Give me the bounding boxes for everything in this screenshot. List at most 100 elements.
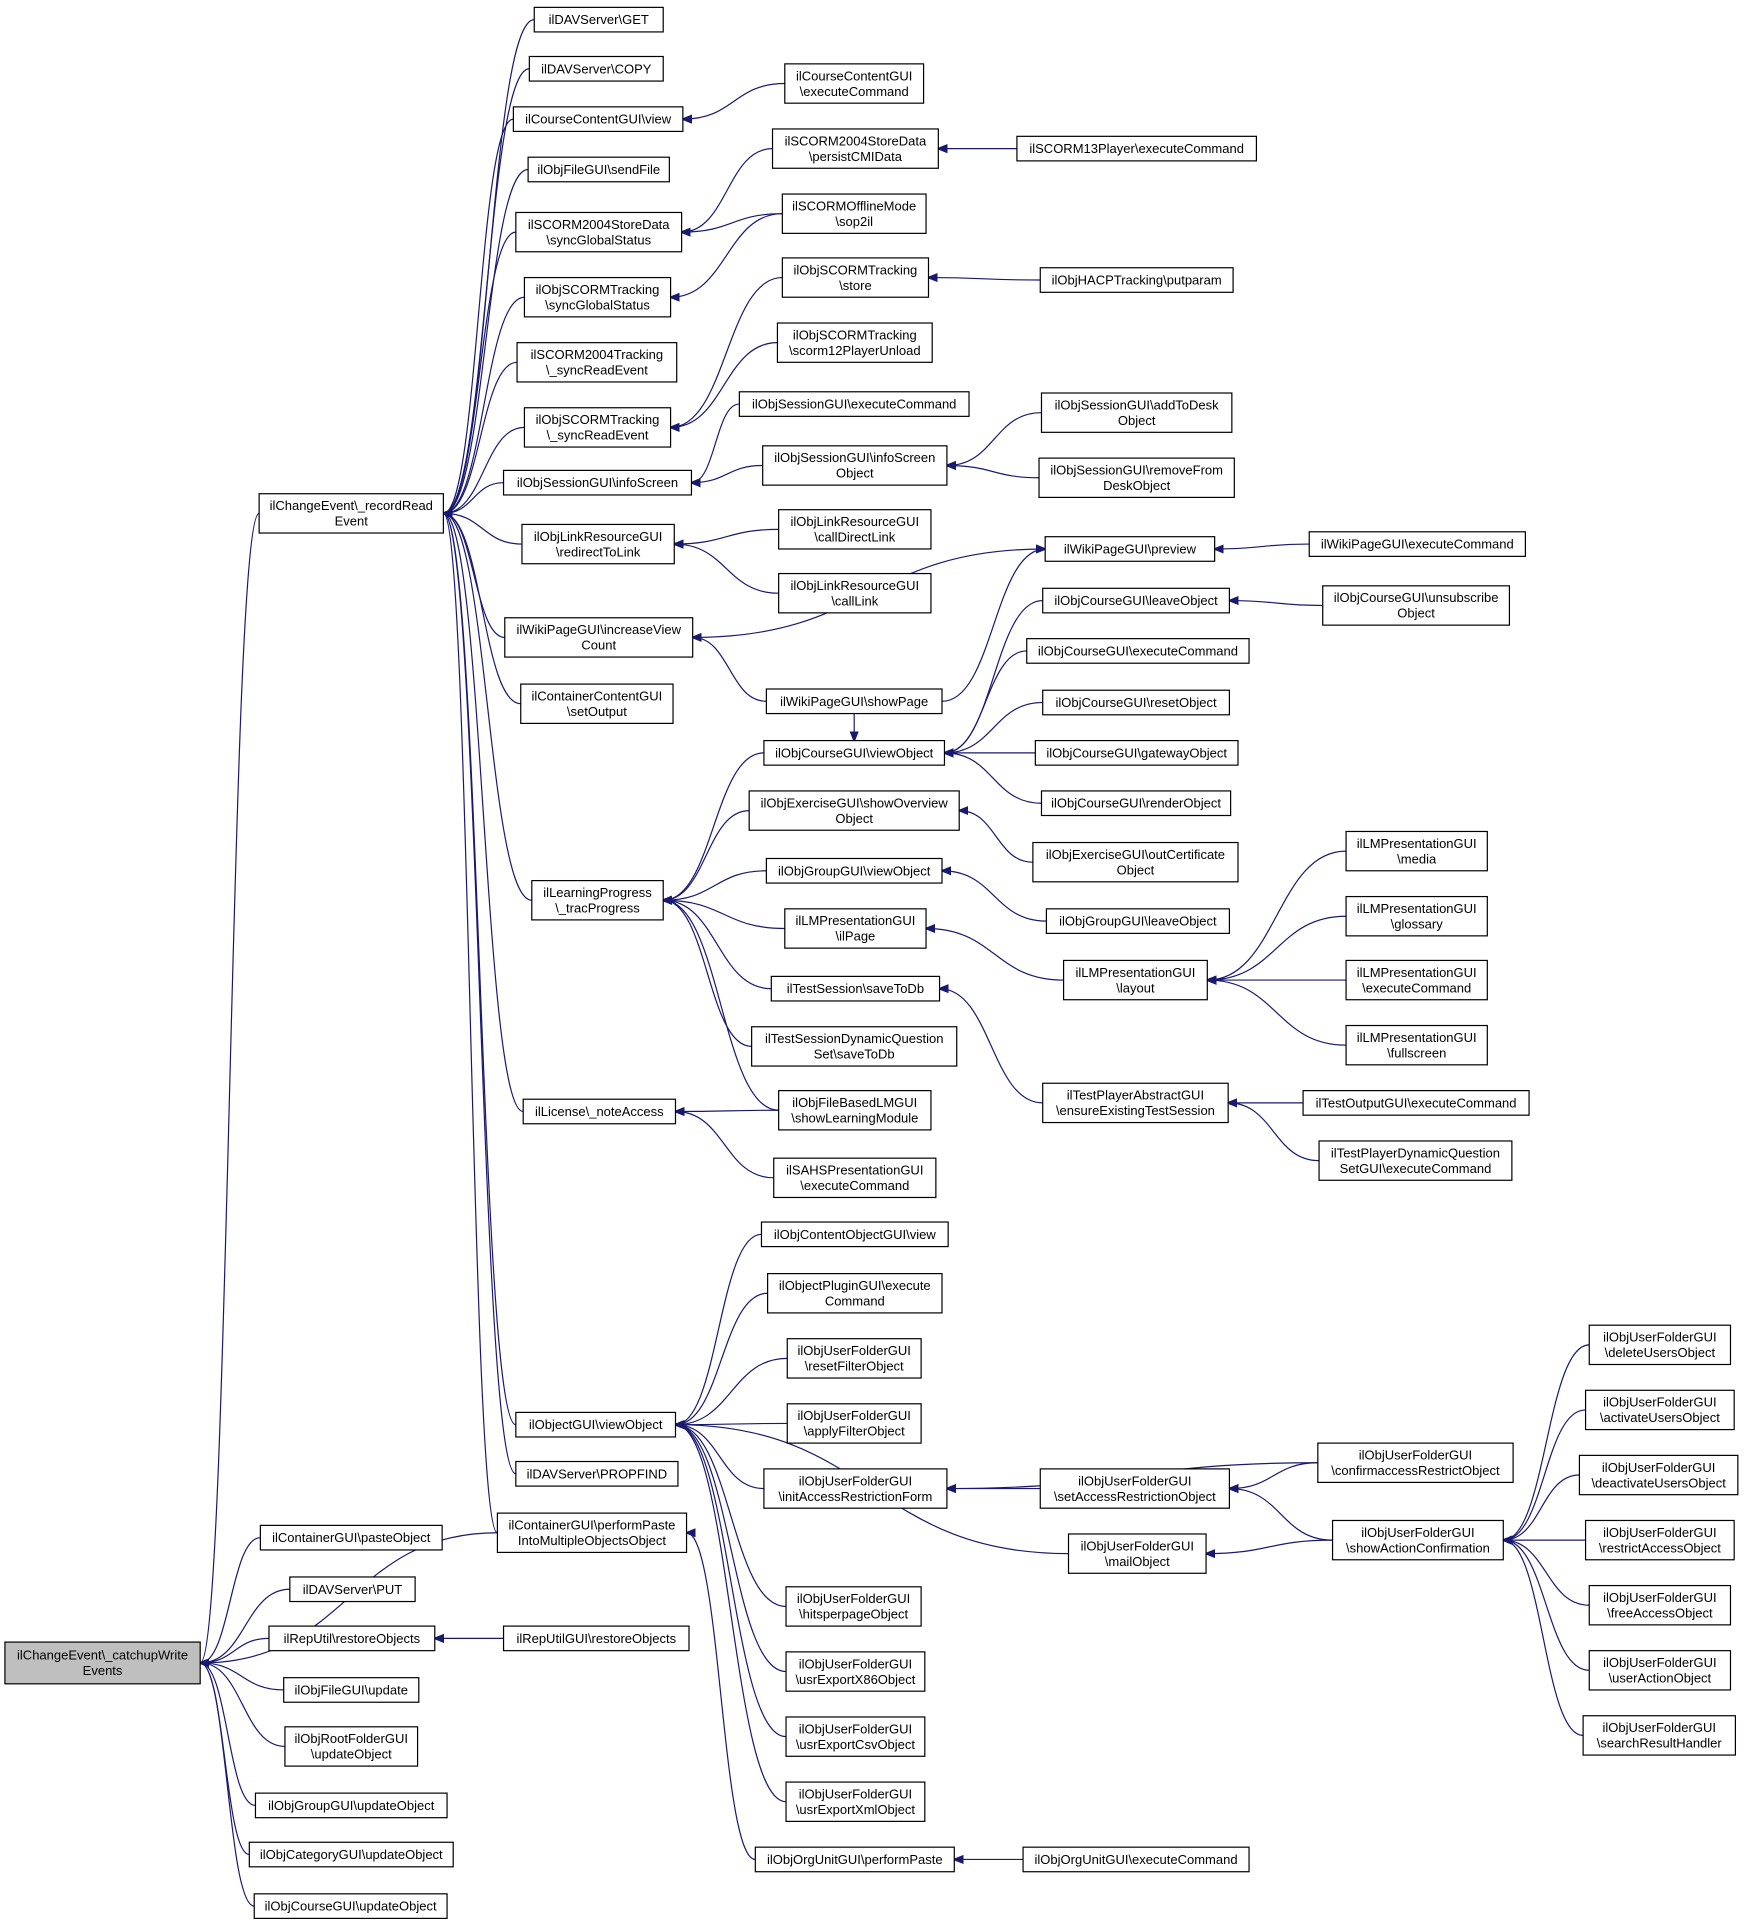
node-label: ilObjUserFolderGUI [1603, 1395, 1716, 1410]
node-box [496, 1512, 688, 1554]
node-label: ilObjLinkResourceGUI [791, 578, 920, 593]
call-edge [443, 513, 498, 1534]
node-label: ilLMPresentationGUI [1357, 965, 1477, 980]
node-oufg-free: ilObjUserFolderGUI\freeAccessObject [1588, 1584, 1732, 1626]
node-label: \ilPage [836, 929, 876, 944]
node-box [762, 445, 948, 486]
call-edge [944, 701, 1043, 753]
node-label: Events [83, 1663, 123, 1678]
node-label: Object [835, 811, 873, 826]
node-label: ilObjSCORMTracking [536, 412, 660, 427]
node-box [770, 975, 941, 1002]
node-label: \usrExportX86Object [795, 1672, 915, 1687]
node-label: ilSCORM2004Tracking [531, 347, 663, 362]
node-ocg-update: ilObjCourseGUI\updateObject [253, 1893, 448, 1920]
node-label: \media [1397, 851, 1437, 866]
call-edge [663, 870, 767, 900]
node-ocat-update: ilObjCategoryGUI\updateObject [248, 1841, 454, 1868]
node-ocg-exec: ilObjCourseGUI\executeCommand [1026, 638, 1250, 664]
node-ogg-view: ilObjGroupGUI\viewObject [765, 857, 943, 884]
node-label: \hitsperpageObject [799, 1607, 909, 1622]
node-oufg-apply: ilObjUserFolderGUI\applyFilterObject [786, 1403, 922, 1444]
node-box [1318, 1140, 1513, 1181]
call-edge [675, 1425, 787, 1673]
node-label: ilObjUserFolderGUI [1603, 1330, 1716, 1345]
call-edge [663, 900, 785, 930]
node-label: ilSCORM2004StoreData [528, 217, 670, 232]
call-edge [1206, 1539, 1333, 1554]
call-edge [1503, 1409, 1586, 1540]
node-label: ilObjSessionGUI\infoScreen [774, 450, 935, 465]
node-label: ilSCORM13Player\executeCommand [1029, 141, 1244, 156]
node-box [1308, 531, 1526, 557]
node-label: \resetFilterObject [805, 1359, 904, 1374]
call-edge [1503, 1540, 1590, 1606]
call-edge [1228, 1103, 1320, 1162]
node-olr-call: ilObjLinkResourceGUI\callLink [778, 572, 932, 614]
node-label: ilObjSessionGUI\addToDesk [1055, 397, 1220, 412]
node-label: ilObjUserFolderGUI [1603, 1590, 1716, 1605]
node-box [785, 1781, 926, 1822]
node-label: ilLMPresentationGUI [1075, 965, 1195, 980]
node-box [253, 1893, 448, 1920]
call-edge [200, 1663, 284, 1691]
node-ogg-leave: ilObjGroupGUI\leaveObject [1045, 908, 1230, 935]
call-edge [663, 900, 779, 1111]
node-label: ilObjExerciseGUI\outCertificate [1046, 847, 1225, 862]
node-lmp-layout: ilLMPresentationGUI\layout [1062, 959, 1208, 1001]
node-oufg-setacc: ilObjUserFolderGUI\setAccessRestrictionO… [1039, 1468, 1230, 1509]
node-s04-sync: ilSCORM2004StoreData\syncGlobalStatus [515, 211, 683, 253]
node-label: ilDAVServer\PUT [303, 1582, 403, 1597]
node-box [268, 1625, 436, 1652]
node-box [784, 63, 925, 104]
call-edge [675, 1110, 779, 1111]
node-label: ilLMPresentationGUI [1357, 1030, 1477, 1045]
node-label: \callDirectLink [814, 530, 895, 545]
node-label: ilObjSessionGUI\infoScreen [517, 475, 678, 490]
node-opg-exec: ilObjectPluginGUI\executeCommand [767, 1273, 943, 1314]
node-oufg-init: ilObjUserFolderGUI\initAccessRestriction… [763, 1468, 948, 1509]
call-edge [671, 213, 783, 298]
node-label: ilChangeEvent\_catchupWrite [17, 1648, 188, 1663]
node-label: \deleteUsersObject [1605, 1345, 1716, 1360]
node-box [1584, 1389, 1735, 1431]
node-oufg-delete: ilObjUserFolderGUI\deleteUsersObject [1588, 1324, 1732, 1366]
node-label: ilObjFileGUI\update [295, 1682, 408, 1697]
call-edge [663, 900, 752, 1047]
node-box [515, 211, 683, 253]
node-label: \freeAccessObject [1607, 1605, 1713, 1620]
node-label: Object [1117, 862, 1155, 877]
node-label: ilObjSessionGUI\removeFrom [1050, 463, 1223, 478]
node-label: \_syncReadEvent [546, 363, 648, 378]
call-edge [683, 82, 785, 120]
node-box [1588, 1324, 1732, 1366]
node-label: ilSAHSPresentationGUI [786, 1163, 923, 1178]
node-ru-restore: ilRepUtil\restoreObjects [268, 1625, 436, 1652]
node-label: \layout [1116, 980, 1155, 995]
node-og-view: ilObjectGUI\viewObject [515, 1411, 677, 1438]
node-box [773, 1157, 937, 1199]
node-box [258, 493, 444, 534]
call-edge [675, 1292, 768, 1424]
call-edge [663, 752, 764, 900]
node-label: \redirectToLink [556, 544, 641, 559]
node-box [1588, 1650, 1732, 1691]
node-label: ilObjExerciseGUI\showOverview [761, 795, 949, 810]
node-cg-perform: ilContainerGUI\performPasteIntoMultipleO… [496, 1512, 688, 1554]
node-label: Set\saveToDb [814, 1047, 895, 1062]
call-edge [944, 753, 1042, 804]
node-label: ilObjCourseGUI\gatewayObject [1046, 745, 1227, 760]
call-edge [675, 1425, 787, 1738]
node-wiki-preview: ilWikiPageGUI\preview [1044, 536, 1216, 562]
node-box [781, 193, 927, 234]
node-ost-read: ilObjSCORMTracking\_syncReadEvent [523, 407, 672, 448]
call-edge [443, 513, 532, 901]
node-box [781, 257, 930, 298]
call-edge [200, 1637, 269, 1663]
node-box [502, 469, 693, 496]
call-edge [1207, 850, 1347, 980]
node-label: Command [825, 1294, 885, 1309]
call-edge [443, 513, 505, 639]
